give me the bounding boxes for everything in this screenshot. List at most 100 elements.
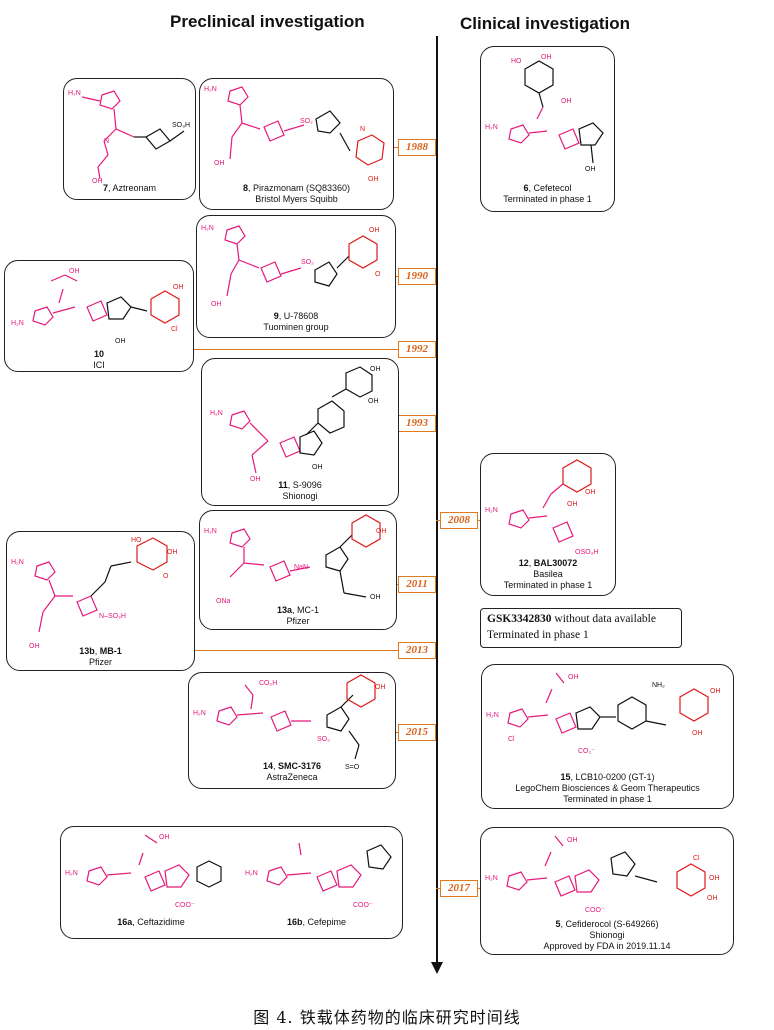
svg-text:H₂N: H₂N xyxy=(245,870,258,877)
compound-name-7: Aztreonam xyxy=(112,183,157,193)
compound-name-8: Pirazmonam (SQ83360) xyxy=(252,183,351,193)
compound-card-16: H₂N OH COO⁻ H₂N COO⁻ 16a, Ceftazidime 16… xyxy=(60,826,403,939)
svg-text:OH: OH xyxy=(368,398,379,405)
svg-text:OH: OH xyxy=(115,338,126,345)
compound-card-15: H₂N OH Cl CO₂⁻ NH₂ OH OH 15, LCB10-0200 … xyxy=(481,664,734,809)
connector-1992 xyxy=(193,349,436,350)
svg-text:OH: OH xyxy=(214,160,225,167)
svg-text:H₂N: H₂N xyxy=(65,870,78,877)
compound-name-16b: Cefepime xyxy=(307,917,347,927)
svg-text:OH: OH xyxy=(173,284,184,291)
svg-text:HO: HO xyxy=(511,58,522,65)
svg-text:OH: OH xyxy=(376,528,387,535)
svg-text:CO₂⁻: CO₂⁻ xyxy=(578,748,595,755)
svg-text:ONa: ONa xyxy=(216,598,231,605)
compound-org-12: Basilea xyxy=(533,569,563,579)
svg-text:NaN: NaN xyxy=(294,564,308,571)
preclinical-header: Preclinical investigation xyxy=(170,12,365,31)
svg-text:OH: OH xyxy=(541,54,552,61)
svg-text:H₂N: H₂N xyxy=(210,410,223,417)
compound-name-6: Cefetecol xyxy=(533,183,572,193)
compound-id-9: 9 xyxy=(273,311,279,321)
compound-org-8: Bristol Myers Squibb xyxy=(255,194,338,204)
structure-8: H₂N SO₂ OH OH N xyxy=(204,86,385,183)
year-tag-1993: 1993 xyxy=(398,415,436,432)
year-tag-1988: 1988 xyxy=(398,139,436,156)
connector-2013 xyxy=(193,650,436,651)
svg-text:SO₂: SO₂ xyxy=(301,259,314,266)
compound-id-7: 7 xyxy=(102,183,108,193)
compound-card-7: H₂N N OH SO₃H 7, Aztreonam xyxy=(63,78,196,200)
svg-text:OH: OH xyxy=(561,98,572,105)
svg-text:OH: OH xyxy=(312,464,323,471)
compound-name-13a: MC-1 xyxy=(297,605,320,615)
svg-text:H₂N: H₂N xyxy=(485,507,498,514)
year-tag-2008: 2008 xyxy=(440,512,478,529)
svg-text:OH: OH xyxy=(92,178,103,185)
structure-12: OH OH H₂N OSO₃H xyxy=(485,459,598,556)
structure-9: H₂N SO₂ OH OH O xyxy=(201,225,381,308)
svg-text:H₂N: H₂N xyxy=(201,225,214,232)
svg-text:H₂N: H₂N xyxy=(204,86,217,93)
compound-id-10: 10 xyxy=(93,349,104,359)
svg-text:CO₂H: CO₂H xyxy=(259,680,277,687)
compound-org-5: Shionogi xyxy=(589,930,625,940)
svg-text:SO₃H: SO₃H xyxy=(172,122,190,129)
svg-text:H₂N: H₂N xyxy=(485,124,498,131)
compound-id-16b: 16b xyxy=(286,917,303,927)
compound-card-9: H₂N SO₂ OH OH O 9, U-78608 Tuominen grou… xyxy=(196,215,396,338)
structure-15: H₂N OH Cl CO₂⁻ NH₂ OH OH xyxy=(486,672,721,755)
year-tag-2011: 2011 xyxy=(398,576,436,593)
compound-id-11: 11 xyxy=(278,480,288,490)
year-tag-2015: 2015 xyxy=(398,724,436,741)
svg-text:H₂N: H₂N xyxy=(485,875,498,882)
svg-text:Cl: Cl xyxy=(508,736,515,743)
structure-7: H₂N N OH SO₃H xyxy=(68,90,190,185)
year-tag-1990: 1990 xyxy=(398,268,436,285)
svg-text:OH: OH xyxy=(370,594,381,601)
year-tag-2013: 2013 xyxy=(398,642,436,659)
year-tag-2017: 2017 xyxy=(440,880,478,897)
compound-status-6: Terminated in phase 1 xyxy=(503,194,592,204)
compound-id-14: 14 xyxy=(262,761,273,771)
svg-text:OH: OH xyxy=(585,489,596,496)
svg-text:OH: OH xyxy=(167,549,178,556)
svg-text:OH: OH xyxy=(370,366,381,373)
compound-id-6: 6 xyxy=(523,183,529,193)
svg-text:COO⁻: COO⁻ xyxy=(175,902,195,909)
svg-text:OH: OH xyxy=(159,834,170,841)
svg-text:COO⁻: COO⁻ xyxy=(353,902,373,909)
svg-text:SO₂: SO₂ xyxy=(317,736,330,743)
svg-text:OH: OH xyxy=(375,684,386,691)
compound-id-13a: 13a xyxy=(276,605,292,615)
compound-status-12: Terminated in phase 1 xyxy=(503,580,593,590)
svg-text:Cl: Cl xyxy=(171,326,178,333)
svg-text:OH: OH xyxy=(567,837,578,844)
svg-text:OH: OH xyxy=(707,895,718,902)
svg-text:OH: OH xyxy=(709,875,720,882)
compound-name-14: SMC-3176 xyxy=(278,761,322,771)
compound-name-13b: MB-1 xyxy=(99,646,122,656)
svg-text:OH: OH xyxy=(369,227,380,234)
clinical-header: Clinical investigation xyxy=(460,14,631,33)
compound-card-14: H₂N CO₂H SO₂ OH S=O 14, SMC-3176 AstraZe… xyxy=(188,672,396,789)
svg-text:OH: OH xyxy=(368,176,379,183)
compound-status-5: Approved by FDA in 2019.11.14 xyxy=(543,941,671,951)
svg-text:O: O xyxy=(375,271,381,278)
svg-text:H₂N: H₂N xyxy=(68,90,81,97)
svg-text:H₂N: H₂N xyxy=(204,528,217,535)
compound-card-10: H₂N OH OH Cl OH 10 ICI xyxy=(4,260,194,372)
compound-card-13b: H₂N HO OH O N–SO₃H OH 13b, MB-1 Pfizer xyxy=(6,531,195,671)
gsk-note: GSK3342830 without data available Termin… xyxy=(480,608,682,648)
svg-text:OSO₃H: OSO₃H xyxy=(575,549,598,556)
compound-card-8: H₂N SO₂ OH OH N 8, Pirazmonam (SQ83360) … xyxy=(199,78,394,210)
svg-text:H₂N: H₂N xyxy=(193,710,206,717)
svg-text:H₂N: H₂N xyxy=(11,320,24,327)
compound-name-5: Cefiderocol (S-649266) xyxy=(565,919,659,929)
compound-status-15: Terminated in phase 1 xyxy=(563,794,652,804)
svg-text:S=O: S=O xyxy=(345,764,360,771)
compound-card-5: H₂N OH COO⁻ Cl OH OH 5, Cefiderocol (S-6… xyxy=(480,827,734,955)
structure-11: H₂N OH OH OH OH xyxy=(210,366,381,483)
timeline-arrowhead xyxy=(431,962,443,974)
structure-13b: H₂N HO OH O N–SO₃H OH xyxy=(11,537,178,650)
